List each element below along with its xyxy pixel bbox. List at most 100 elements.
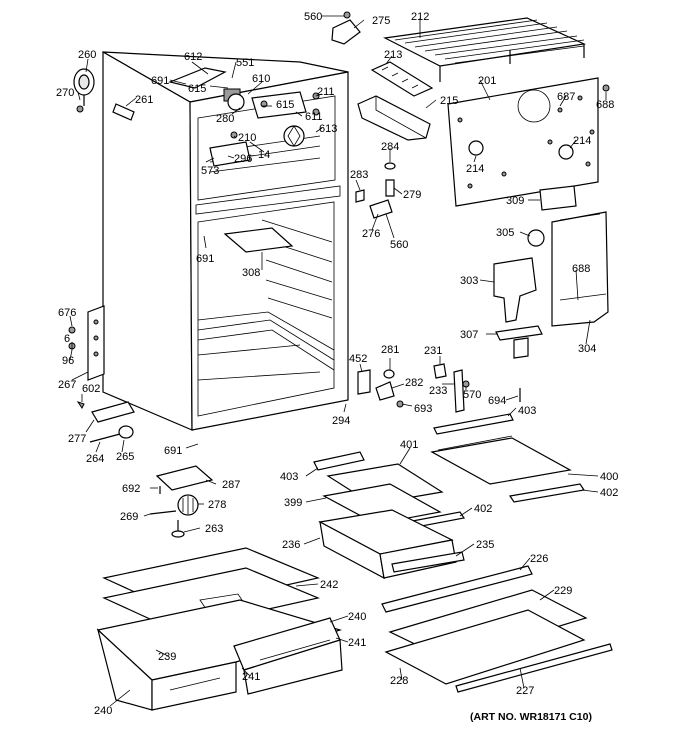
hinge-top: [331, 19, 361, 45]
label-280: 280: [216, 113, 234, 125]
label-309: 309: [506, 195, 524, 207]
thermostat-knob-group: [73, 68, 135, 121]
label-283: 283: [350, 169, 368, 181]
label-692: 692: [122, 483, 140, 495]
label-228: 228: [390, 675, 408, 687]
label-399: 399: [284, 497, 302, 509]
glass-shelf: [430, 437, 572, 485]
fan-assembly: [168, 67, 320, 167]
label-235: 235: [476, 539, 494, 551]
label-14: 14: [258, 149, 270, 161]
label-615b: 615: [276, 99, 294, 111]
label-304: 304: [578, 343, 596, 355]
control-housing: [493, 211, 609, 359]
label-691b: 691: [196, 253, 214, 265]
roller-and-leveler: [149, 465, 214, 538]
label-278: 278: [208, 499, 226, 511]
callout-labels: 560 275 212 260 612 551 691 615 610 213 …: [56, 11, 618, 723]
label-226: 226: [530, 553, 548, 565]
label-201: 201: [478, 75, 496, 87]
label-215: 215: [440, 95, 458, 107]
label-693: 693: [414, 403, 432, 415]
label-265: 265: [116, 451, 134, 463]
label-560: 560: [304, 11, 322, 23]
label-613: 613: [319, 123, 337, 135]
label-284: 284: [381, 141, 399, 153]
label-611: 611: [305, 111, 323, 123]
label-227: 227: [516, 685, 534, 697]
label-240: 240: [348, 611, 366, 623]
grommet: [384, 162, 396, 170]
label-275: 275: [372, 15, 390, 27]
label-plate: [539, 185, 577, 211]
label-287: 287: [222, 479, 240, 491]
label-212: 212: [411, 11, 429, 23]
label-231: 231: [424, 345, 442, 357]
art-number: (ART NO. WR18171 C10): [470, 711, 592, 723]
freezer-shelf: [223, 227, 294, 253]
label-602: 602: [82, 383, 100, 395]
label-610: 610: [252, 73, 270, 85]
label-241: 241: [348, 637, 366, 649]
label-210: 210: [238, 132, 256, 144]
crisper-drawer: [318, 509, 465, 580]
label-264: 264: [86, 453, 104, 465]
label-551: 551: [236, 57, 254, 69]
egg-tray: [370, 61, 434, 97]
label-688b: 688: [572, 263, 590, 275]
label-560b: 560: [390, 239, 408, 251]
shelf-trim: [433, 413, 514, 435]
label-211: 211: [317, 86, 335, 98]
label-96: 96: [62, 355, 74, 367]
label-236: 236: [282, 539, 300, 551]
label-6: 6: [64, 333, 70, 345]
label-400: 400: [600, 471, 618, 483]
label-694: 694: [488, 395, 506, 407]
label-233: 233: [429, 385, 447, 397]
label-260: 260: [78, 49, 96, 61]
leader-lines: [69, 15, 607, 707]
label-213: 213: [384, 49, 402, 61]
label-688: 688: [596, 99, 614, 111]
meat-pan-assembly: [96, 547, 343, 711]
label-277: 277: [68, 433, 86, 445]
label-282: 282: [405, 377, 423, 389]
wire-shelf: [383, 17, 587, 82]
label-261: 261: [135, 94, 153, 106]
label-242: 242: [320, 579, 338, 591]
label-303: 303: [460, 275, 478, 287]
label-401: 401: [400, 439, 418, 451]
label-452: 452: [349, 353, 367, 365]
label-281: 281: [381, 344, 399, 356]
label-214b: 214: [466, 163, 484, 175]
left-hinge-bracket: [68, 305, 105, 409]
label-402b: 402: [474, 503, 492, 515]
label-214: 214: [573, 135, 591, 147]
door-liner-panel: [447, 77, 599, 207]
label-241b: 241: [242, 671, 260, 683]
label-691: 691: [151, 75, 169, 87]
label-570: 570: [463, 389, 481, 401]
label-294: 294: [332, 415, 350, 427]
label-279: 279: [403, 189, 421, 201]
label-270: 270: [56, 87, 74, 99]
label-240b: 240: [94, 705, 112, 717]
label-276: 276: [362, 228, 380, 240]
crisper-cover-trim: [381, 565, 533, 613]
label-403: 403: [518, 405, 536, 417]
label-615: 615: [188, 83, 206, 95]
label-676: 676: [58, 307, 76, 319]
label-296: 296: [234, 153, 252, 165]
label-403b: 403: [280, 471, 298, 483]
label-307: 307: [460, 329, 478, 341]
label-691c: 691: [164, 445, 182, 457]
label-239: 239: [158, 651, 176, 663]
label-269: 269: [120, 511, 138, 523]
bottom-hinge: [89, 401, 135, 443]
label-402: 402: [600, 487, 618, 499]
label-267: 267: [58, 379, 76, 391]
label-573: 573: [201, 165, 219, 177]
label-263: 263: [205, 523, 223, 535]
